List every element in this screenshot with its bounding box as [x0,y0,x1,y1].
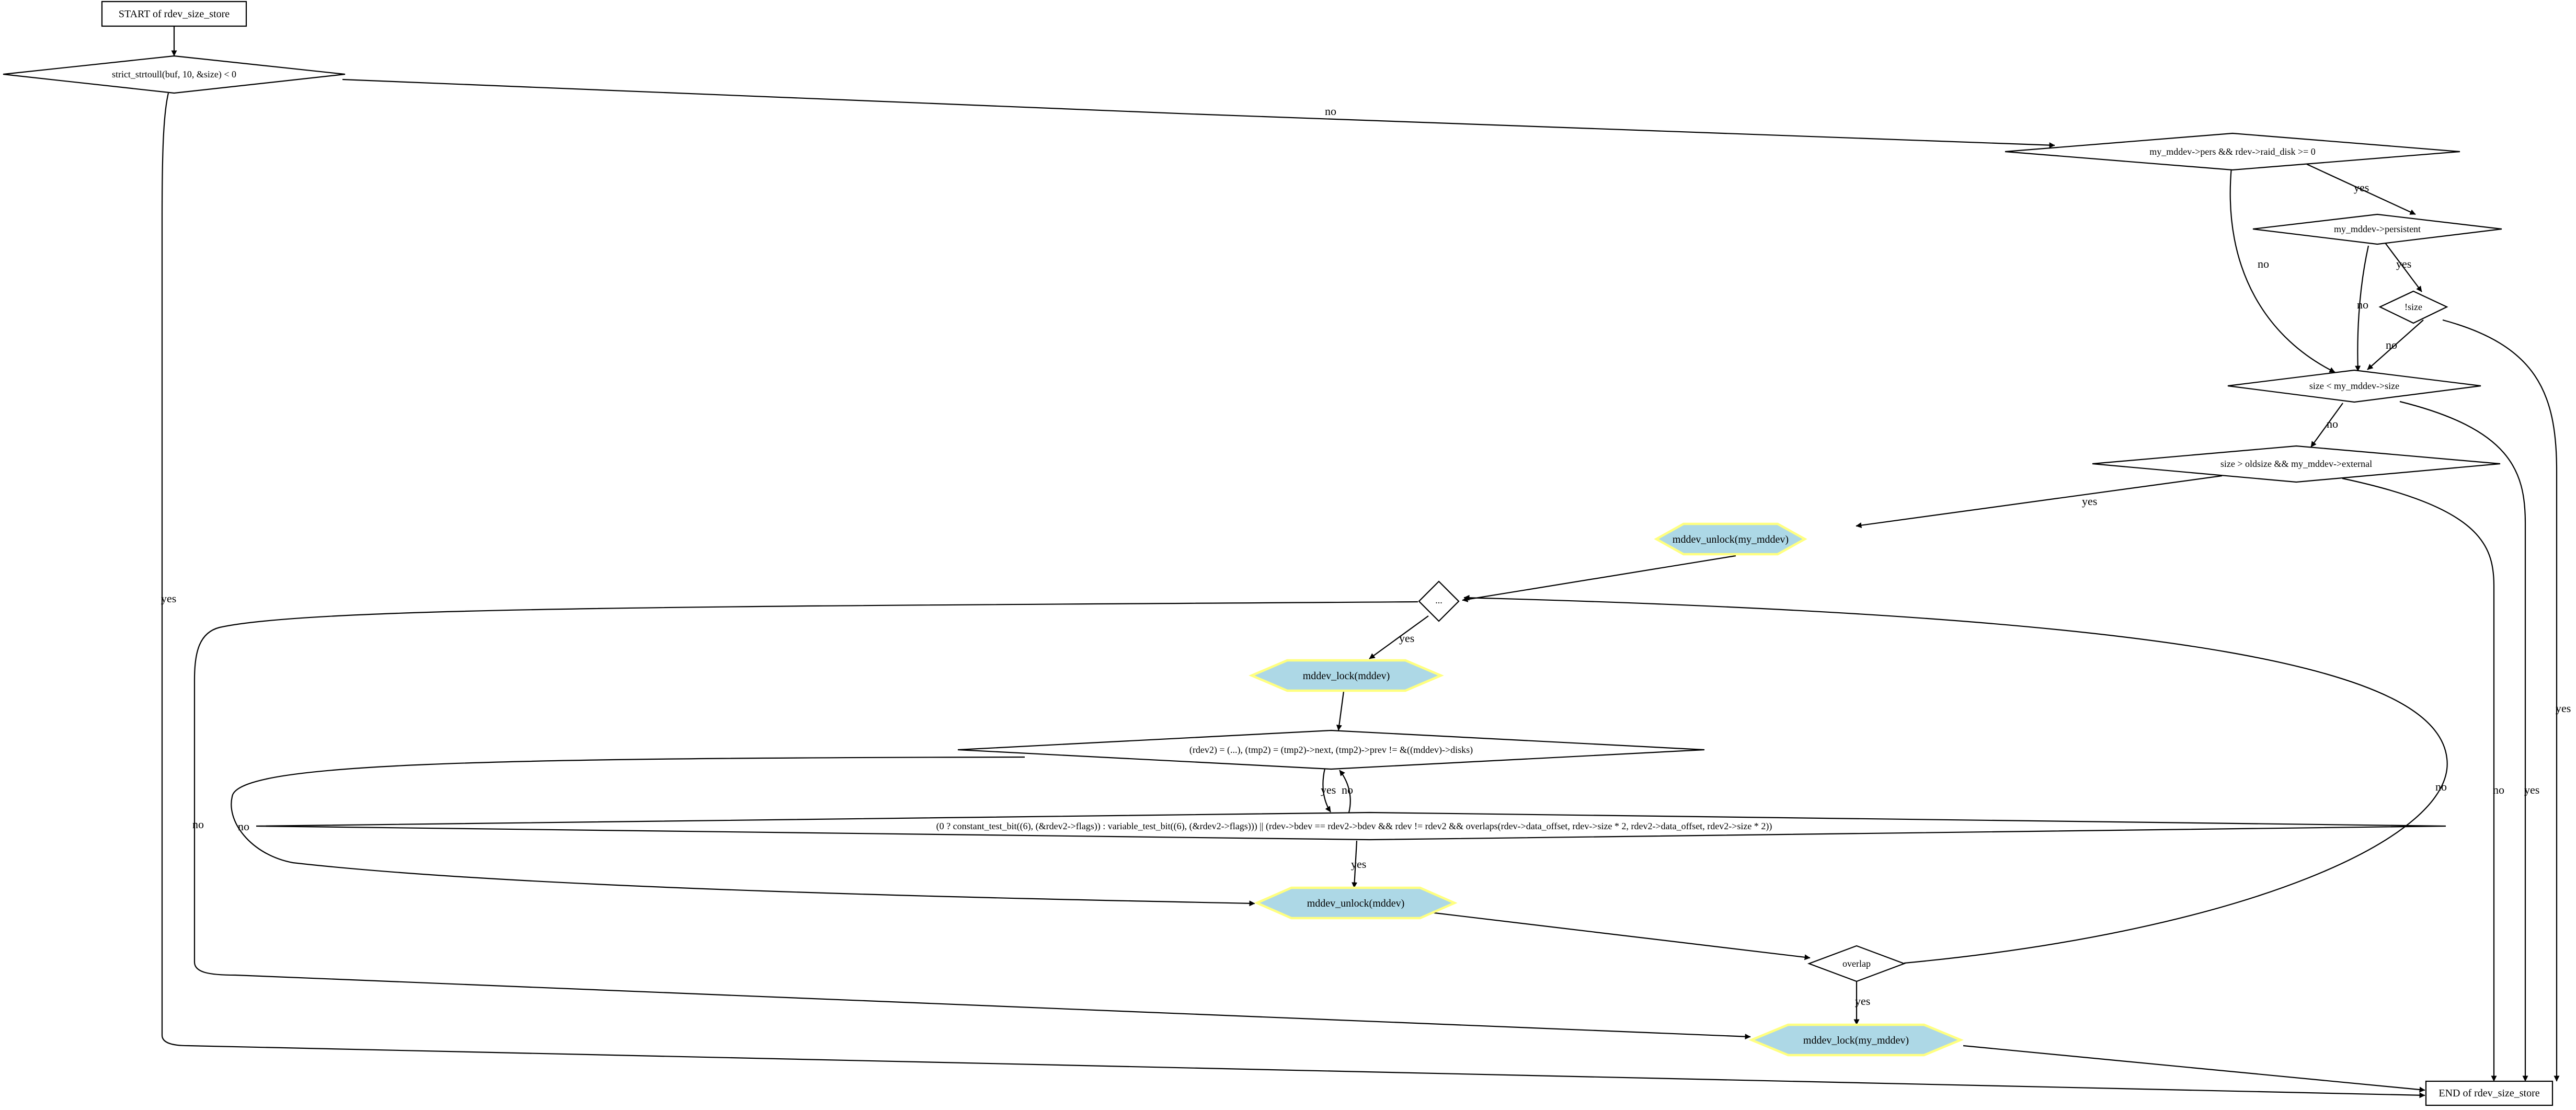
end-node-label: END of rdev_size_store [2438,1088,2539,1099]
not-size-decision: !size [2378,290,2448,324]
edge-label-persistent-yes: yes [2396,257,2411,270]
edge-size-gt-old-to-end [2342,477,2497,1082]
rdev2-loop-decision-label: (rdev2) = (...), (tmp2) = (tmp2)->next, … [1189,745,1473,756]
edge-overlap-check-to-rdev2-loop [1339,770,1351,813]
persistent-decision-label: my_mddev->persistent [2334,224,2421,234]
end-node: END of rdev_size_store [2425,1080,2554,1106]
edge-label-overlap-no: no [2435,780,2447,793]
strtoull-decision: strict_strtoull(buf, 10, &size) < 0 [3,55,346,94]
edge-loop-cond-to-lock-my [193,601,1751,1040]
edge-size-gt-old-to-unlock-my [1856,475,2223,529]
edge-label-loop-cond-yes: yes [1399,632,1414,645]
edge-label-overlap-check-yes: yes [1351,857,1366,871]
edge-lock-mddev-to-rdev2-loop [1336,691,1345,731]
edge-rdev2-loop-to-unlock-mddev [231,756,1255,907]
overlap-decision-label: overlap [1842,958,1871,969]
unlock-my-mddev-label: mddev_unlock(my_mddev) [1673,534,1789,545]
edge-label-strtoull-no: no [1325,105,1336,118]
edge-label-not-size-no: no [2386,338,2397,351]
overlap-check-decision: (0 ? constant_test_bit((6), (&rdev2->fla… [256,811,2446,841]
persistent-decision: my_mddev->persistent [2252,213,2502,245]
lock-my-mddev-label: mddev_lock(my_mddev) [1803,1035,1909,1046]
edges: no yes yes no yes no no yes no yes yes n… [161,26,2571,1098]
edge-label-size-lt-no: no [2327,417,2338,430]
edge-not-size-to-end [2442,319,2560,1082]
edge-pers-raid-to-size-lt [2229,167,2335,373]
edge-label-size-gt-old-yes: yes [2082,495,2097,508]
edge-label-overlap-check-no: no [1342,783,1353,796]
lock-mddev-action: mddev_lock(mddev) [1249,659,1444,692]
size-lt-decision: size < my_mddev->size [2227,369,2481,403]
edge-label-pers-raid-no: no [2258,257,2269,270]
lock-mddev-label: mddev_lock(mddev) [1303,670,1390,682]
overlap-decision: overlap [1807,945,1906,982]
edge-size-lt-to-size-gt-old [2310,403,2343,448]
edge-label-strtoull-yes: yes [161,592,176,605]
not-size-decision-label: !size [2405,302,2422,312]
edge-overlap-to-loop-cond [1463,594,2448,964]
edge-label-persistent-no: no [2357,298,2368,311]
edge-label-size-gt-old-no: no [2493,783,2504,796]
edge-strtoull-to-pers-raid [342,78,2055,148]
edge-persistent-to-size-lt [2355,245,2369,372]
edge-unlock-my-to-loop-cond [1462,555,1736,602]
unlock-mddev-label: mddev_unlock(mddev) [1307,898,1405,909]
size-lt-decision-label: size < my_mddev->size [2309,381,2399,391]
strtoull-decision-label: strict_strtoull(buf, 10, &size) < 0 [112,69,236,80]
loop-cond-decision: ... [1418,580,1460,622]
start-node-label: START of rdev_size_store [119,8,230,20]
pers-raid-decision-label: my_mddev->pers && rdev->raid_disk >= 0 [2149,146,2316,157]
edge-overlap-check-to-unlock-mddev [1352,840,1358,888]
edge-rdev2-loop-to-overlap-check [1322,768,1331,813]
unlock-mddev-action: mddev_unlock(mddev) [1254,886,1458,920]
nodes: START of rdev_size_store strict_strtoull… [3,1,2554,1106]
edge-label-rdev2-loop-no: no [238,820,249,833]
edge-loop-cond-to-lock-mddev [1369,615,1429,659]
loop-cond-decision-label: ... [1435,595,1442,605]
start-node: START of rdev_size_store [101,1,247,27]
edge-label-loop-cond-no: no [192,818,204,831]
edge-label-rdev2-loop-yes: yes [1321,783,1336,796]
edge-not-size-to-size-lt [2367,319,2424,370]
edge-persistent-to-not-size [2384,241,2422,292]
size-gt-old-decision-label: size > oldsize && my_mddev->external [2220,459,2372,469]
edge-label-overlap-yes: yes [1855,994,1870,1008]
overlap-check-decision-label: (0 ? constant_test_bit((6), (&rdev2->fla… [936,821,1772,832]
edge-label-pers-raid-yes: yes [2354,181,2369,194]
size-gt-old-decision: size > oldsize && my_mddev->external [2092,445,2501,483]
unlock-my-mddev-action: mddev_unlock(my_mddev) [1654,522,1807,556]
lock-my-mddev-action: mddev_lock(my_mddev) [1748,1023,1964,1057]
edge-size-lt-to-end [2399,400,2528,1082]
edge-label-size-lt-yes: yes [2524,783,2539,796]
edge-pers-raid-to-persistent [2306,164,2416,215]
edge-strtoull-to-end [161,93,2425,1098]
edge-lock-my-to-end [1963,1045,2425,1093]
pers-raid-decision: my_mddev->pers && rdev->raid_disk >= 0 [2005,132,2460,171]
edge-unlock-mddev-to-overlap [1429,911,1811,960]
edge-label-not-size-yes: yes [2556,702,2571,715]
rdev2-loop-decision: (rdev2) = (...), (tmp2) = (tmp2)->next, … [957,729,1705,770]
